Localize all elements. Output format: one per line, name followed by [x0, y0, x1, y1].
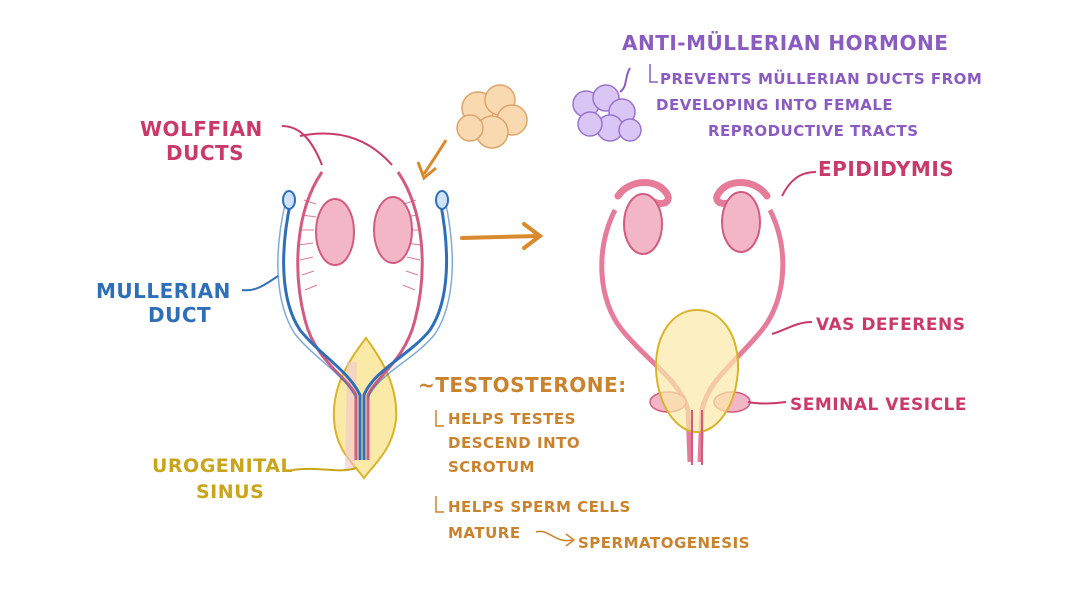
- helps-sperm-line2: mature: [448, 524, 521, 542]
- mullerian-tip-right: [435, 190, 449, 210]
- testis-left: [623, 193, 663, 255]
- helps-testes-line2: descend into: [448, 434, 580, 452]
- gonad-right: [373, 196, 413, 264]
- vas-deferens-label: Vas deferens: [816, 315, 965, 335]
- amh-cell-cluster: [572, 84, 642, 142]
- amh-line1: Prevents Müllerian ducts from: [660, 69, 982, 88]
- testosterone-cell-cluster: [456, 84, 528, 149]
- wolffian-label-line1: Wolffian: [140, 117, 263, 141]
- amh-line2: developing into female: [656, 96, 893, 114]
- mullerian-duct-left-outer: [277, 199, 357, 399]
- gonad-left: [315, 198, 355, 266]
- wolffian-duct-left: [296, 171, 358, 460]
- amh-line3: reproductive tracts: [708, 122, 919, 140]
- mullerian-label-line2: duct: [148, 303, 211, 327]
- urogenital-label-line2: sinus: [196, 481, 264, 503]
- hormone-arrow: [422, 139, 448, 175]
- mullerian-tip-left: [282, 190, 296, 210]
- helps-testes-line3: scrotum: [448, 458, 535, 476]
- epididymis-label: Epididymis: [818, 157, 954, 181]
- mullerian-duct-left: [282, 199, 362, 460]
- testis-right: [721, 191, 761, 253]
- amh-title: Anti-Müllerian Hormone: [622, 31, 948, 55]
- testosterone-heading: ~Testosterone:: [418, 373, 627, 397]
- spermatogenesis-label: Spermatogenesis: [578, 534, 750, 552]
- mullerian-duct-right-outer: [367, 199, 454, 399]
- epididymis-left: [614, 179, 672, 207]
- wolffian-duct-right: [366, 171, 424, 460]
- mullerian-duct-right: [362, 199, 449, 460]
- seminal-vesicle-label: Seminal vesicle: [790, 395, 967, 415]
- urogenital-label-line1: Urogenital: [152, 455, 293, 477]
- prostate-gland: [654, 308, 740, 434]
- wolffian-label-line2: ducts: [166, 141, 244, 165]
- helps-sperm-line1: Helps sperm cells: [448, 498, 631, 516]
- helps-testes-line1: Helps testes: [448, 410, 576, 428]
- male-tract-illustration: [599, 171, 817, 465]
- indifferent-stage-illustration: [241, 125, 454, 480]
- transition-arrow: [460, 222, 544, 250]
- mullerian-label-line1: Mullerian: [96, 279, 231, 303]
